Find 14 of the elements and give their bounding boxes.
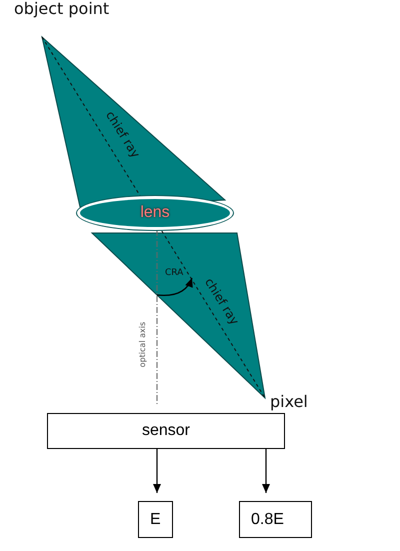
sensor-box [47,413,285,449]
arrow [153,449,161,493]
box-label: 0.8E [251,510,284,528]
box-label: sensor [142,422,190,440]
lens-ellipse [77,196,233,230]
cra-label: CRA [165,268,184,278]
value-box [239,501,312,538]
value-box [138,501,173,538]
arrow [262,449,270,493]
lens-label: lens [140,204,170,222]
object-point-label: object point [14,0,110,18]
box-label: E [150,510,161,528]
pixel-label: pixel [270,393,308,412]
optical-axis-label: optical axis [138,322,148,368]
